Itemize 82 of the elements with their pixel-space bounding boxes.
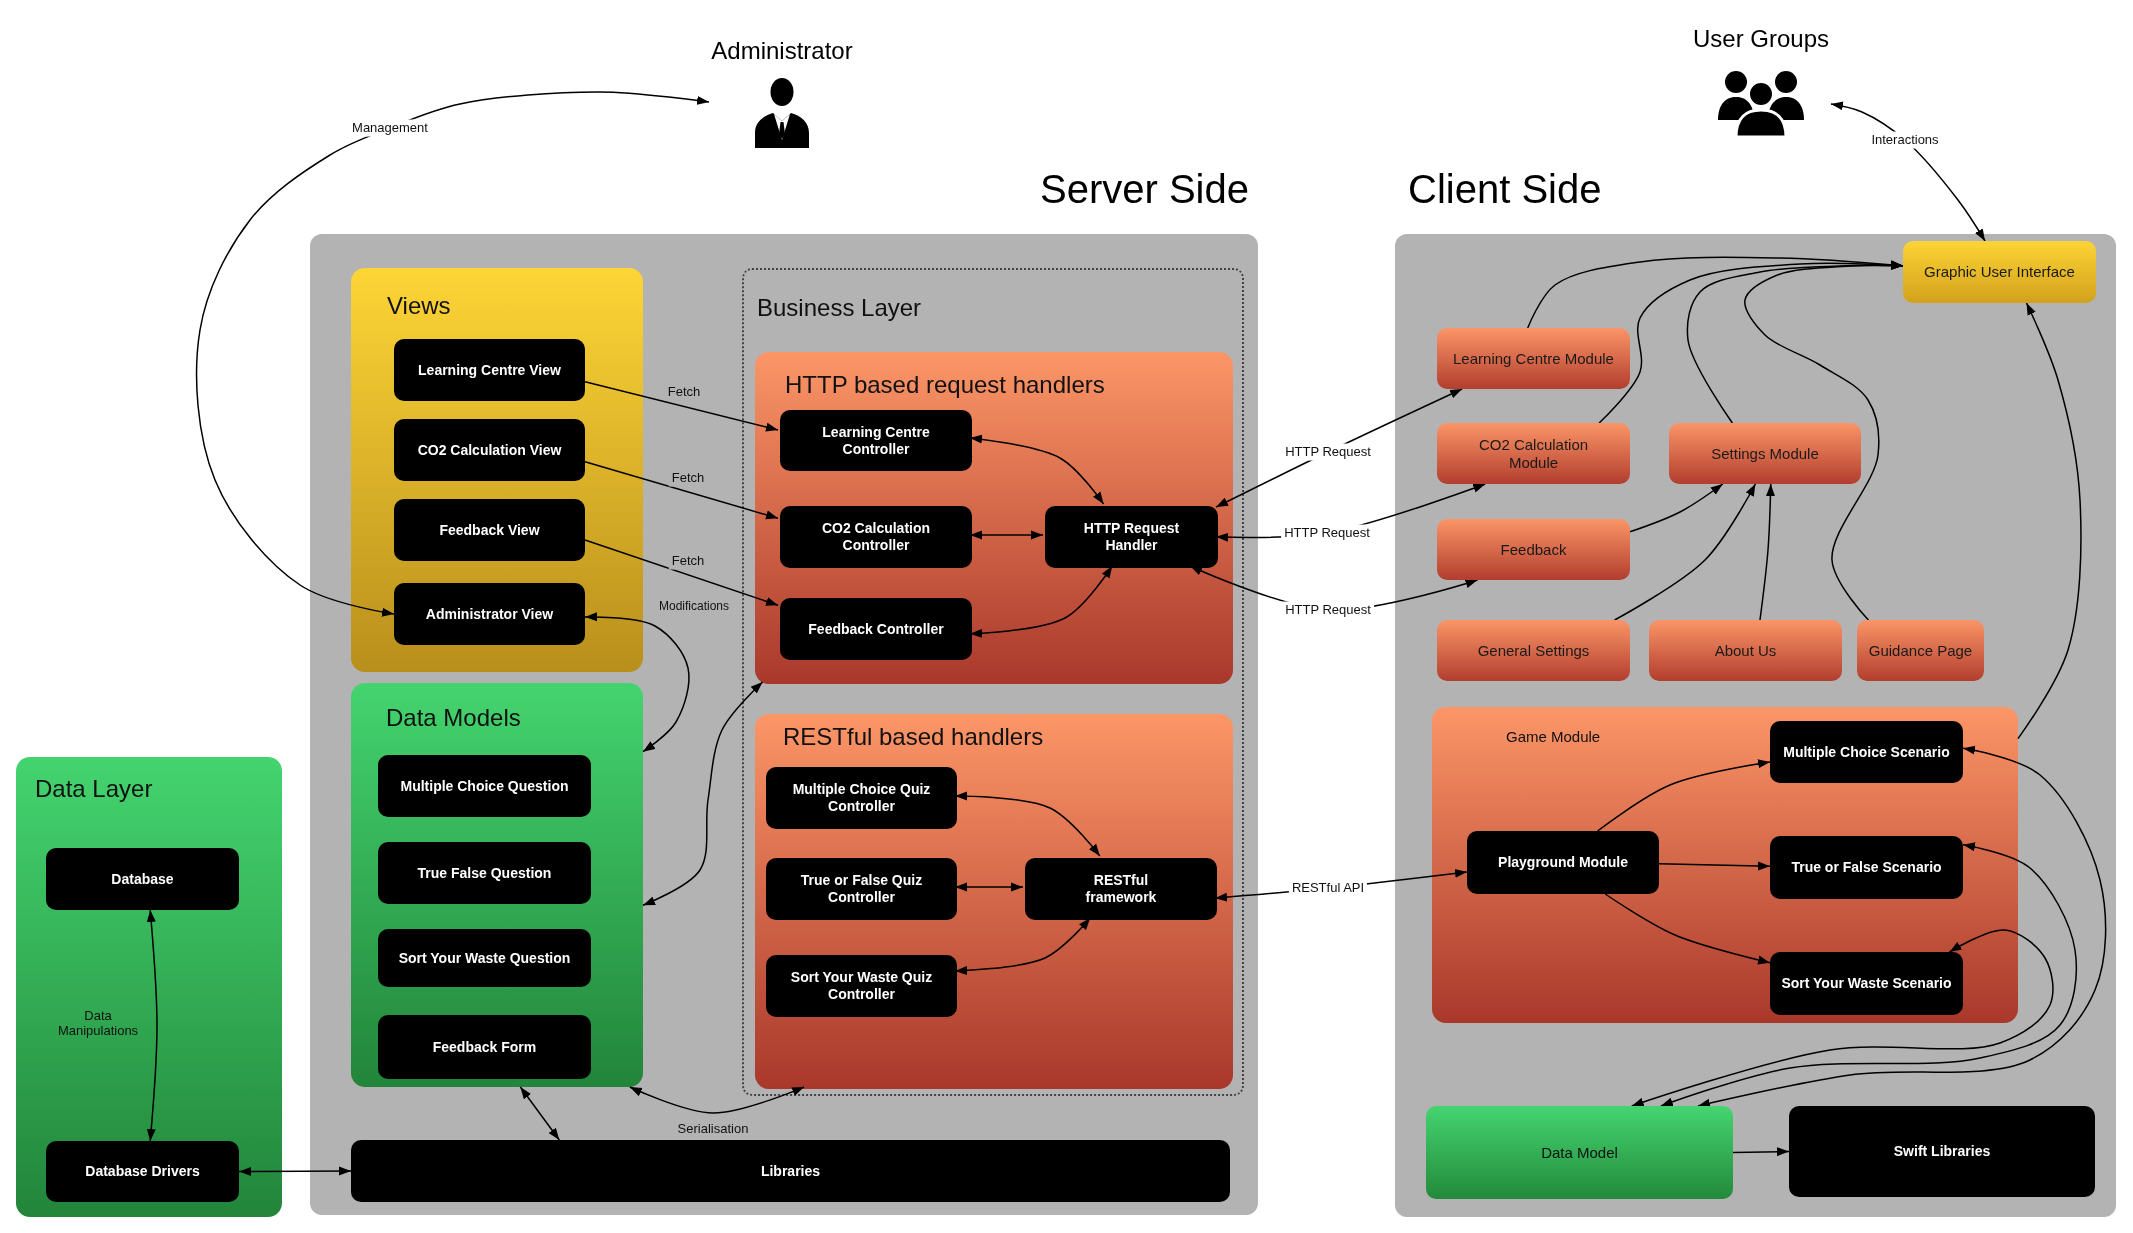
double-arrow	[584, 612, 690, 753]
panel-title: HTTP based request handlers	[785, 371, 1105, 400]
handlers-panel	[755, 352, 1233, 684]
double-arrow	[238, 1166, 352, 1176]
component-box: True False Question	[378, 842, 591, 904]
arrow	[2017, 302, 2082, 740]
double-arrow	[969, 565, 1113, 638]
component-box: CO2 Calculation View	[394, 419, 585, 481]
component-box: True or False Quiz Controller	[766, 858, 957, 920]
actor-label: User Groups	[1691, 24, 1830, 54]
component-box: Administrator View	[394, 583, 585, 645]
component-box: Database	[46, 848, 239, 910]
double-arrow	[146, 909, 158, 1142]
module-panel	[1432, 707, 2018, 1023]
arrow	[1613, 483, 1757, 621]
panel-title: Game Module	[1506, 728, 1601, 746]
arrow	[1604, 893, 1771, 965]
double-arrow	[969, 530, 1044, 540]
component-box: Learning Centre Controller	[780, 410, 972, 471]
component-box: Multiple Choice Question	[378, 755, 591, 817]
panel-title: Business Layer	[757, 294, 922, 323]
component-box: Sort Your Waste Question	[378, 929, 591, 987]
double-arrow	[1630, 929, 2054, 1107]
component-box: Feedback View	[394, 499, 585, 561]
double-arrow	[519, 1086, 561, 1141]
model-box: Data Model	[1426, 1106, 1733, 1199]
module-box: CO2 Calculation Module	[1437, 423, 1630, 484]
double-arrow	[1660, 842, 2078, 1107]
views-panel	[351, 268, 643, 672]
double-arrow	[954, 882, 1024, 892]
component-box: Learning Centre View	[394, 339, 585, 401]
double-arrow	[954, 917, 1091, 976]
arrow	[584, 461, 779, 520]
component-box: Sort Your Waste Quiz Controller	[766, 955, 957, 1017]
arrow	[1629, 483, 1724, 533]
component-box: True or False Scenario	[1770, 836, 1963, 899]
double-arrow	[195, 91, 710, 617]
component-box: Multiple Choice Scenario	[1770, 721, 1963, 783]
models-panel	[351, 683, 643, 1087]
component-box: Feedback Form	[378, 1015, 591, 1079]
component-box: Feedback Controller	[780, 598, 972, 660]
component-box: Multiple Choice Quiz Controller	[766, 767, 957, 829]
layer-region	[742, 268, 1244, 1096]
arrow	[584, 381, 779, 432]
interface-box: Graphic User Interface	[1903, 241, 2096, 303]
panel-title: RESTful based handlers	[783, 723, 1044, 752]
component-box: HTTP Request Handler	[1045, 506, 1218, 568]
double-arrow	[969, 434, 1105, 505]
arrow	[1658, 861, 1771, 871]
component-box: Sort Your Waste Scenario	[1770, 952, 1963, 1015]
component-box: CO2 Calculation Controller	[780, 506, 972, 568]
edge-label: HTTP Request	[1282, 601, 1374, 619]
library-bar: Libraries	[351, 1140, 1230, 1202]
arrow	[584, 539, 779, 607]
layer-panel	[16, 757, 282, 1217]
double-arrow	[629, 1086, 805, 1114]
arrow	[1759, 483, 1775, 621]
arrow	[1744, 260, 1904, 621]
component-box: Swift Libraries	[1789, 1106, 2095, 1197]
component-box: RESTful framework	[1025, 858, 1217, 920]
panel-title: Data Layer	[35, 775, 153, 804]
module-box: Feedback	[1437, 519, 1630, 580]
double-arrow	[642, 681, 764, 906]
double-arrow	[954, 791, 1101, 857]
component-box: Playground Module	[1467, 831, 1659, 894]
module-box: General Settings	[1437, 620, 1630, 681]
handlers-panel	[755, 714, 1233, 1089]
panel-title: Data Models	[386, 704, 521, 733]
arrow	[1732, 1147, 1790, 1157]
side-title: Client Side	[1408, 166, 1602, 213]
module-box: Settings Module	[1669, 423, 1861, 484]
module-box: Guidance Page	[1857, 620, 1984, 681]
edge-label: Data Manipulations	[56, 1008, 140, 1040]
module-box: Learning Centre Module	[1437, 328, 1630, 389]
panel-title: Views	[387, 292, 451, 321]
arrow	[1596, 759, 1771, 832]
module-box: About Us	[1649, 620, 1842, 681]
component-box: Database Drivers	[46, 1141, 239, 1202]
side-title: Server Side	[1040, 166, 1249, 213]
actor-label: Administrator	[710, 36, 854, 66]
double-arrow	[1697, 745, 2107, 1108]
edge-label: HTTP Request	[1281, 524, 1373, 542]
